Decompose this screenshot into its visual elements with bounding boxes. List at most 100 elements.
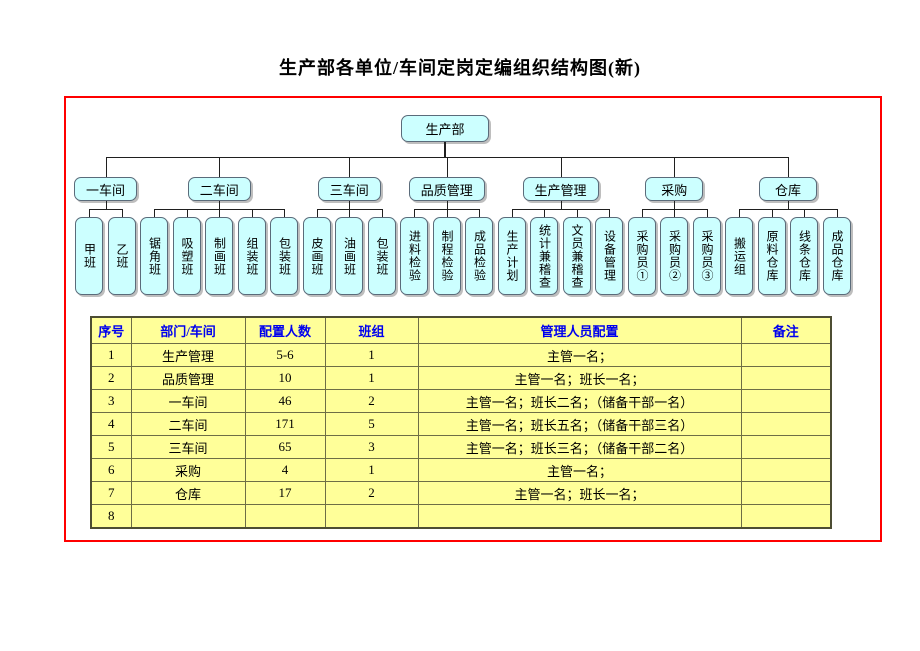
table-cell: 主管一名；班长一名；: [417, 481, 742, 505]
table-header-row: 序号部门/车间配置人数班组管理人员配置备注: [90, 316, 832, 344]
connector-line: [414, 209, 416, 217]
table-cell: [740, 435, 832, 459]
table-cell: 10: [244, 366, 326, 390]
connector-line: [381, 209, 383, 217]
connector-line: [511, 209, 611, 210]
connector-line: [105, 157, 789, 158]
table-cell: [740, 504, 832, 529]
table-cell: 17: [244, 481, 326, 505]
table-cell: 4: [90, 412, 132, 436]
connector-line: [444, 142, 446, 157]
org-chart: 一车间甲班乙班二车间锯角班吸塑班制画班组装班包装班三车间皮画班油画班包装班品质管…: [66, 98, 880, 312]
org-leaf-label: 成品检验: [472, 230, 487, 282]
table-cell: 3: [324, 435, 419, 459]
org-leaf-label: 进料检验: [407, 230, 422, 282]
table-cell: [324, 504, 419, 529]
table-cell: 主管一名；: [417, 343, 742, 367]
org-leaf-label: 吸塑班: [180, 236, 195, 276]
table-cell: [740, 343, 832, 367]
org-leaf-线条仓库: 线条仓库: [790, 217, 819, 295]
org-leaf-label: 文员兼稽查: [570, 223, 585, 289]
connector-line: [105, 201, 107, 209]
org-leaf-原料仓库: 原料仓库: [757, 217, 786, 295]
connector-line: [121, 209, 123, 217]
org-leaf-油画班: 油画班: [335, 217, 364, 295]
connector-line: [349, 201, 351, 209]
org-leaf-label: 皮画班: [310, 236, 325, 276]
org-leaf-label: 采购员③: [700, 230, 715, 282]
org-leaf-label: 生产计划: [505, 230, 520, 282]
connector-line: [251, 209, 253, 217]
table-cell: 2: [324, 481, 419, 505]
connector-line: [560, 157, 562, 177]
org-node-采购: 采购: [645, 177, 704, 201]
org-leaf-label: 组装班: [245, 236, 260, 276]
org-leaf-label: 包装班: [375, 236, 390, 276]
table-cell: 一车间: [130, 389, 246, 413]
table-cell: 主管一名；: [417, 458, 742, 482]
table-cell: [740, 412, 832, 436]
connector-line: [219, 201, 221, 209]
connector-line: [219, 209, 221, 217]
connector-line: [446, 209, 448, 217]
org-leaf-组装班: 组装班: [237, 217, 266, 295]
connector-line: [544, 209, 546, 217]
org-node-仓库: 仓库: [759, 177, 817, 201]
table-cell: 主管一名；班长五名；（储备干部三名）: [417, 412, 742, 436]
table-cell: 1: [324, 366, 419, 390]
page-title: 生产部各单位/车间定岗定编组织结构图(新): [279, 58, 641, 78]
connector-line: [479, 209, 481, 217]
connector-line: [89, 209, 123, 210]
connector-line: [316, 209, 318, 217]
table-cell: [740, 366, 832, 390]
org-leaf-label: 包装班: [277, 236, 292, 276]
connector-line: [154, 209, 156, 217]
org-leaf-label: 线条仓库: [797, 230, 812, 282]
org-leaf-成品仓库: 成品仓库: [822, 217, 851, 295]
table-cell: [740, 481, 832, 505]
table-row: 8: [90, 504, 832, 529]
table-cell: 二车间: [130, 412, 246, 436]
connector-line: [788, 201, 789, 209]
org-leaf-成品检验: 成品检验: [465, 217, 494, 295]
connector-line: [771, 209, 773, 217]
table-cell: 1: [324, 343, 419, 367]
org-leaf-label: 制画班: [212, 236, 227, 276]
table-cell: 采购: [130, 458, 246, 482]
connector-line: [560, 201, 562, 209]
table-cell: 46: [244, 389, 326, 413]
connector-line: [674, 209, 676, 217]
org-node-生产管理: 生产管理: [522, 177, 599, 201]
org-leaf-label: 搬运组: [732, 236, 747, 276]
org-leaf-采购员①: 采购员①: [627, 217, 656, 295]
org-leaf-皮画班: 皮画班: [302, 217, 331, 295]
org-leaf-生产计划: 生产计划: [497, 217, 526, 295]
table-cell: 8: [90, 504, 132, 529]
connector-line: [349, 209, 351, 217]
connector-line: [446, 201, 448, 209]
org-leaf-锯角班: 锯角班: [140, 217, 169, 295]
org-leaf-label: 统计兼稽查: [537, 223, 552, 289]
connector-line: [609, 209, 611, 217]
table-cell: 7: [90, 481, 132, 505]
connector-line: [219, 157, 221, 177]
org-leaf-甲班: 甲班: [75, 217, 104, 295]
org-leaf-包装班: 包装班: [270, 217, 299, 295]
column-header: 班组: [324, 316, 419, 344]
table-cell: 5: [324, 412, 419, 436]
table-cell: [130, 504, 246, 529]
table-cell: 2: [90, 366, 132, 390]
org-leaf-label: 锯角班: [147, 236, 162, 276]
table-cell: 5: [90, 435, 132, 459]
org-node-品质管理: 品质管理: [408, 177, 485, 201]
connector-line: [446, 157, 448, 177]
org-leaf-制画班: 制画班: [205, 217, 234, 295]
connector-line: [511, 209, 513, 217]
org-leaf-采购员②: 采购员②: [660, 217, 689, 295]
